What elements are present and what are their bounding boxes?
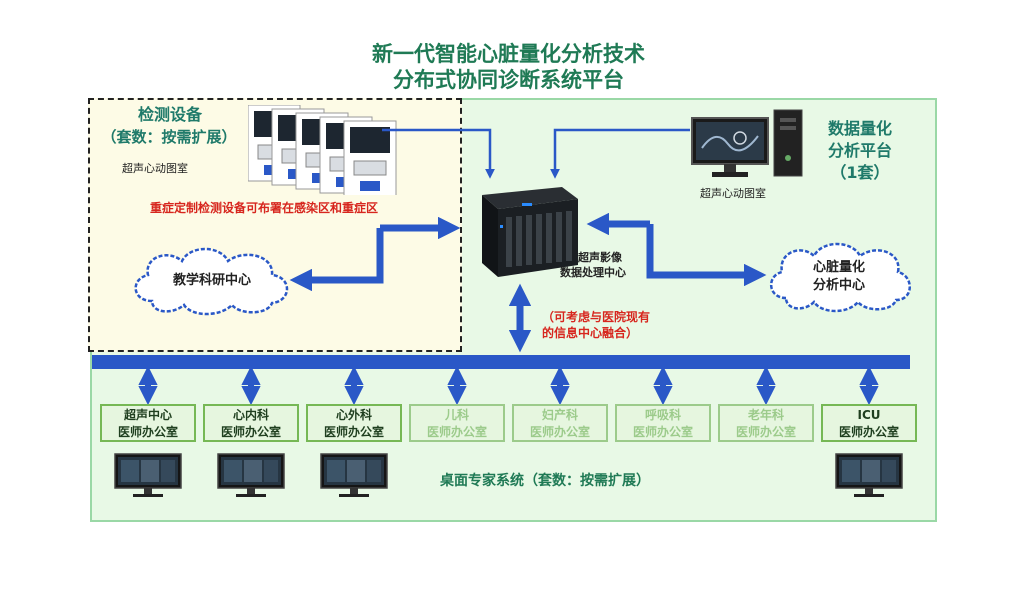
office-name: 老年科 (747, 408, 784, 422)
monitor-icon (217, 453, 285, 497)
info-center-note-line1: （可考虑与医院现有 (542, 310, 651, 324)
office-box: 儿科医师办公室 (409, 404, 505, 442)
monitor-icon (320, 453, 388, 497)
diagram-title-line1: 新一代智能心脏量化分析技术 (372, 42, 645, 66)
heart-cloud-label-line2: 分析中心 (812, 278, 865, 293)
monitor-icon (835, 453, 903, 497)
heart-cloud-label-line1: 心脏量化 (812, 260, 865, 275)
teaching-cloud-label: 教学科研中心 (172, 273, 251, 288)
office-subtitle: 医师办公室 (323, 425, 384, 439)
arrow-platform-to-server (550, 128, 690, 179)
office-box: 心内科医师办公室 (203, 404, 299, 442)
analysis-label-line2: 分析平台 (827, 141, 892, 160)
office-name: 妇产科 (541, 408, 578, 422)
arrow-devices-to-server (382, 128, 495, 179)
detect-room-label: 超声心动图室 (122, 162, 188, 175)
arrow-server-to-heart (646, 224, 767, 287)
office-name: 超声中心 (123, 408, 172, 422)
office-name: 心外科 (335, 408, 372, 422)
office-subtitle: 医师办公室 (735, 425, 796, 439)
office-subtitle: 医师办公室 (632, 425, 693, 439)
office-subtitle: 医师办公室 (529, 425, 590, 439)
office-name: ICU (857, 408, 881, 422)
office-box: 心外科医师办公室 (306, 404, 402, 442)
detect-label-line1: 检测设备 (137, 105, 202, 124)
analysis-label-line3: （1套） (830, 163, 890, 182)
ultrasound-device-stack (248, 105, 397, 195)
heart-analysis-cloud-shape (770, 242, 911, 313)
monitor-icon (114, 453, 182, 497)
office-box: 呼吸科医师办公室 (615, 404, 711, 442)
office-box: 老年科医师办公室 (718, 404, 814, 442)
arrow-server-to-teaching (289, 228, 384, 292)
office-subtitle: 医师办公室 (838, 425, 899, 439)
office-subtitle: 医师办公室 (426, 425, 487, 439)
network-bus (92, 355, 910, 369)
server-label-line2: 数据处理中心 (560, 266, 626, 279)
office-box: 妇产科医师办公室 (512, 404, 608, 442)
office-name: 呼吸科 (644, 408, 681, 422)
office-name: 心内科 (232, 408, 269, 422)
teaching-cloud-shape (134, 247, 289, 316)
server-label-line1: 超声影像 (578, 251, 622, 264)
office-box: ICU 医师办公室 (821, 404, 917, 442)
detect-label-line2: （套数：按需扩展） (101, 128, 237, 146)
office-subtitle: 医师办公室 (220, 425, 281, 439)
info-center-note-line2: 的信息中心融合） (542, 326, 639, 340)
office-subtitle: 医师办公室 (117, 425, 178, 439)
ultrasound-unit (343, 120, 397, 195)
server-icon (482, 187, 578, 277)
analysis-label-line1: 数据量化 (827, 119, 892, 138)
diagram-title-line2: 分布式协同诊断系统平台 (393, 68, 624, 92)
detect-deploy-note: 重症定制检测设备可布署在感染区和重症区 (150, 201, 379, 215)
analysis-room-label: 超声心动图室 (700, 187, 766, 200)
workstation-icon (691, 109, 803, 177)
office-name: 儿科 (444, 408, 469, 422)
office-box: 超声中心医师办公室 (100, 404, 196, 442)
desktop-system-label: 桌面专家系统（套数：按需扩展） (440, 473, 650, 489)
